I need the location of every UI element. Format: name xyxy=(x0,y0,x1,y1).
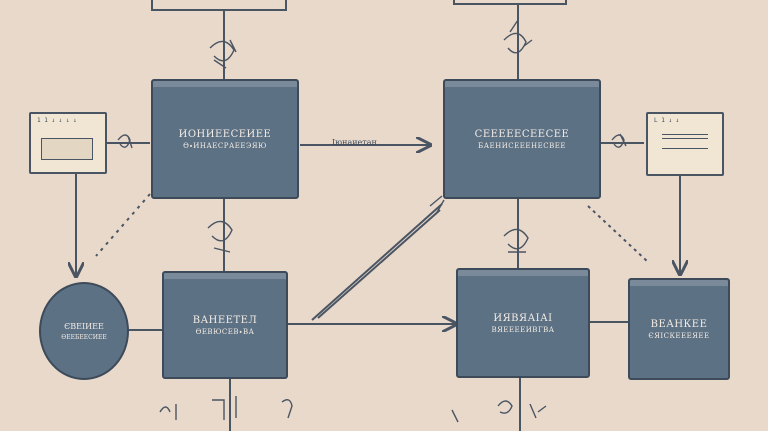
connector-dashed-right xyxy=(587,205,649,263)
sketch-mark-mid-right xyxy=(503,228,529,253)
node-bottom-mid[interactable]: ИЯВЯАІАІ ВЯЕЕЕЕИВГВА xyxy=(456,268,590,378)
sketch-mark-bottom-left xyxy=(159,396,293,420)
node-bottom-left-title: ВАНЕЕТЕЛ xyxy=(192,314,258,326)
sketch-mark-mid-left xyxy=(207,220,233,253)
connector-diagonal xyxy=(311,203,443,321)
node-top-right-subtitle: БАЕНИСЕЕЕНЕСВЕЕ xyxy=(478,141,566,150)
note-left: 1 1 ↓ ↓ ↓ ↓ xyxy=(29,112,107,174)
node-top-right-title: СЕЕЕЕЕСЕЕСЕЕ xyxy=(474,128,570,140)
node-left-circle-title: ЄВЕІИЕЕ xyxy=(64,321,104,331)
sketch-mark-right xyxy=(611,133,627,148)
sketch-mark-top-left xyxy=(209,39,237,69)
top-right-stub xyxy=(453,0,567,5)
arrow-label: Іюнаиетан xyxy=(332,138,377,147)
sketch-mark-top-right xyxy=(503,19,533,54)
node-left-circle-subtitle: ӨЕЕБЕЕСИЕЕ xyxy=(61,333,107,341)
sketch-mark-diagonal xyxy=(429,195,445,215)
node-bottom-left[interactable]: ВАНЕЕТЕЛ ӨЕВЮСЕВ∙ВА xyxy=(162,271,288,379)
note-right-text: L 1 ↓ ↓ xyxy=(654,117,680,124)
node-top-left-subtitle: Ө∙ИНАЕСРАЕЕЭЯЮ xyxy=(183,141,267,150)
connector-diagonal-2 xyxy=(317,209,441,319)
node-bottom-left-subtitle: ӨЕВЮСЕВ∙ВА xyxy=(195,327,255,336)
node-bottom-mid-title: ИЯВЯАІАІ xyxy=(493,312,553,324)
note-right-line xyxy=(662,148,708,152)
note-left-text: 1 1 ↓ ↓ ↓ ↓ xyxy=(37,117,77,124)
sketch-mark-left xyxy=(117,134,133,149)
node-bottom-right[interactable]: ВЕАНКЕЕ ЄЯІСКЕЕЕЯЕЕ xyxy=(628,278,730,380)
node-left-circle[interactable]: ЄВЕІИЕЕ ӨЕЕБЕЕСИЕЕ xyxy=(39,282,129,380)
node-bottom-right-subtitle: ЄЯІСКЕЕЕЯЕЕ xyxy=(648,331,710,340)
sketch-mark-bottom-mid xyxy=(451,400,547,423)
node-bottom-right-title: ВЕАНКЕЕ xyxy=(650,318,708,330)
node-top-right[interactable]: СЕЕЕЕЕСЕЕСЕЕ БАЕНИСЕЕЕНЕСВЕЕ xyxy=(443,79,601,199)
node-bottom-mid-subtitle: ВЯЕЕЕЕИВГВА xyxy=(491,325,555,334)
note-right: L 1 ↓ ↓ xyxy=(646,112,724,176)
node-top-left-title: ИОНИЕЕСЕИЕЕ xyxy=(178,128,272,140)
top-left-stub xyxy=(151,0,287,11)
note-right-lines xyxy=(662,134,708,139)
note-left-card xyxy=(41,138,93,160)
node-top-left[interactable]: ИОНИЕЕСЕИЕЕ Ө∙ИНАЕСРАЕЕЭЯЮ xyxy=(151,79,299,199)
connector-dashed-left xyxy=(95,193,151,257)
